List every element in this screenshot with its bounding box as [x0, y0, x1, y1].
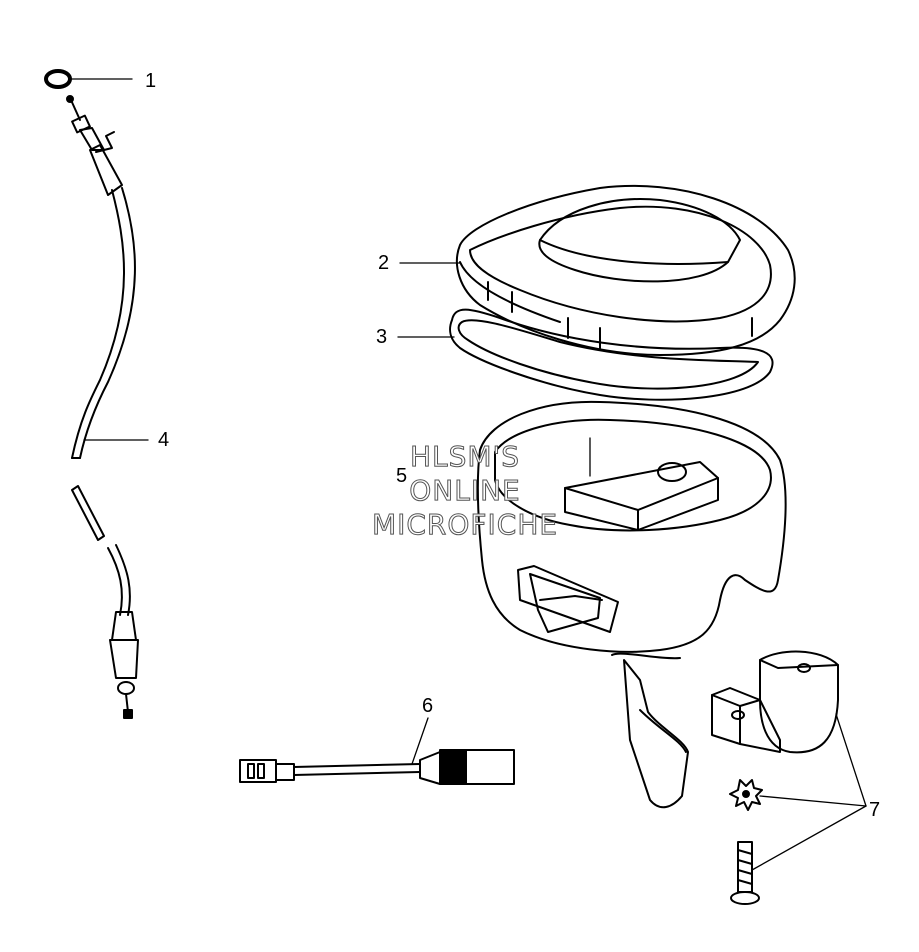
callout-1: 1	[145, 70, 157, 92]
watermark-line-3: MICROFICHE	[371, 508, 559, 542]
watermark-line-1: HLSM'S	[409, 440, 521, 474]
callout-6: 6	[422, 695, 434, 717]
harness-part-6	[239, 717, 515, 785]
callout-4: 4	[158, 429, 170, 451]
watermark: HLSM'S ONLINE MICROFICHE	[350, 440, 580, 542]
callout-3: 3	[376, 326, 388, 348]
cable-part-4	[66, 95, 149, 719]
clamp-part-7	[711, 650, 867, 905]
callout-5: 5	[396, 465, 408, 487]
watermark-line-2: ONLINE	[409, 474, 521, 508]
gasket-part-3	[397, 308, 774, 401]
callout-7: 7	[869, 799, 881, 821]
o-ring-part-1	[44, 69, 133, 89]
upper-housing-part-2	[399, 184, 796, 356]
callout-2: 2	[378, 252, 390, 274]
lower-housing-part-5	[476, 400, 787, 809]
